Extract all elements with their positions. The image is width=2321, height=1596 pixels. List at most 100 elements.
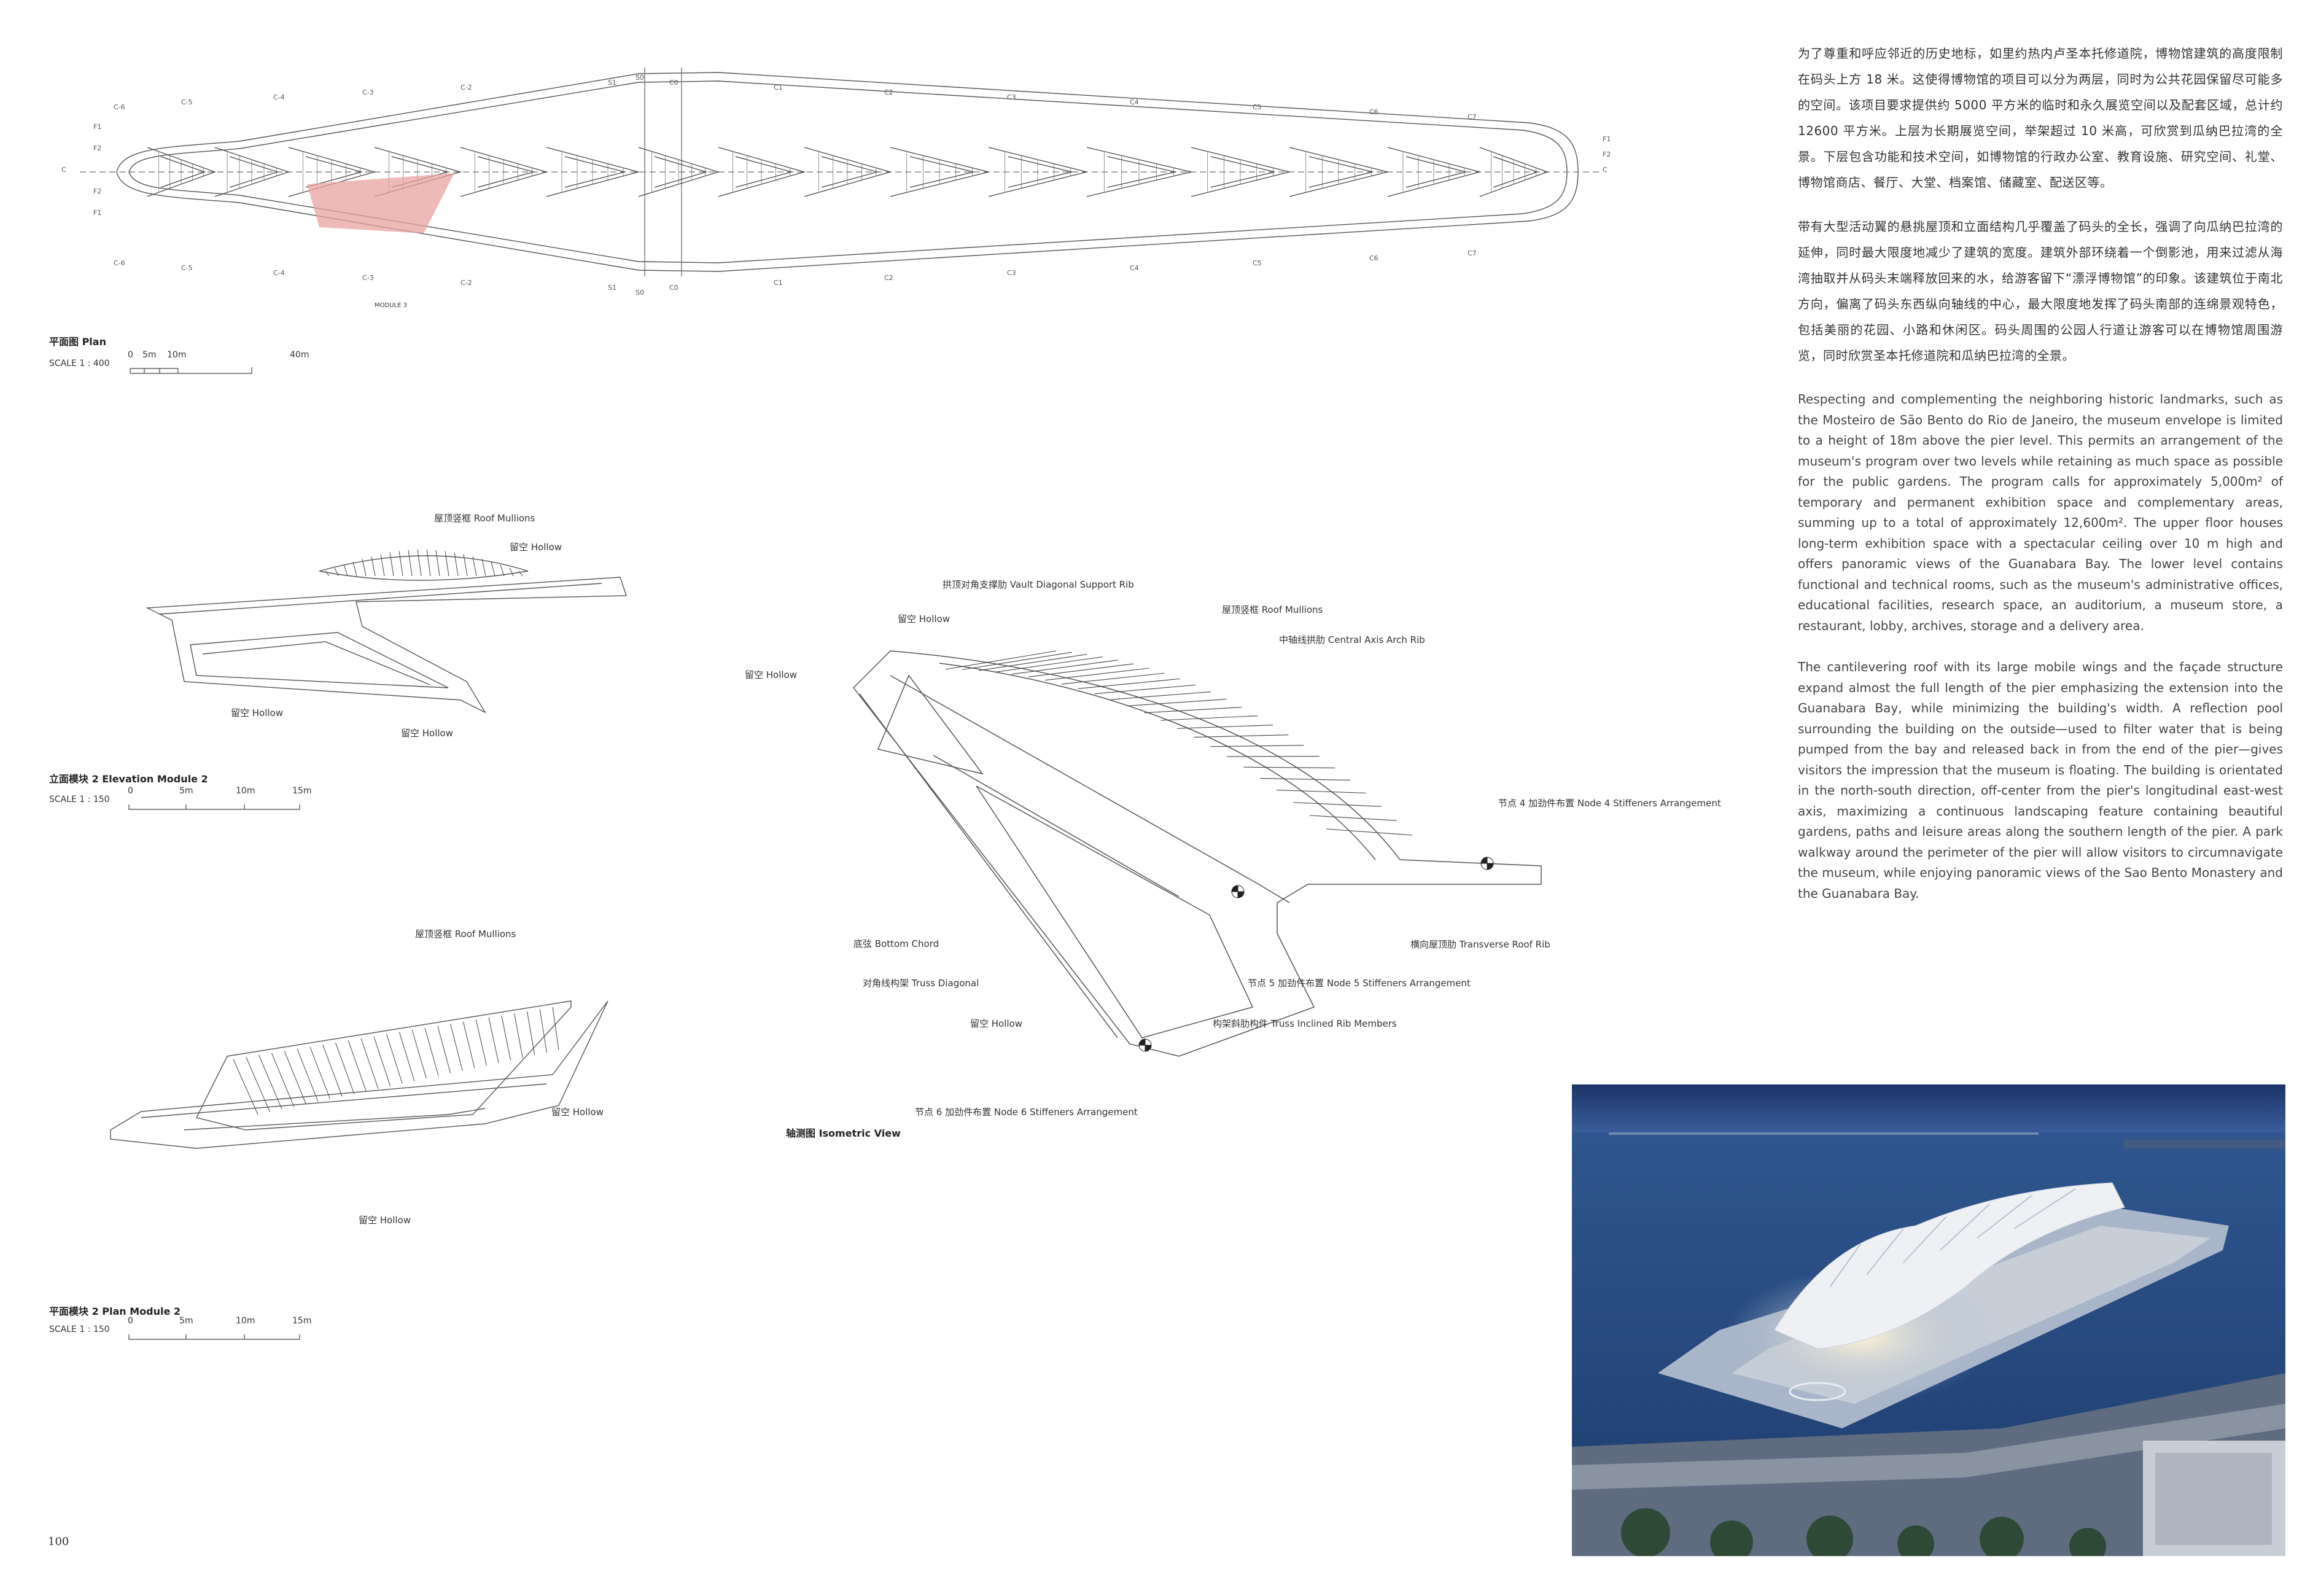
elev-roof-mullion	[325, 571, 329, 576]
elev-roof-mullion	[510, 568, 513, 576]
elev-roof-mullion	[445, 551, 449, 576]
plan-module-inner	[1211, 157, 1275, 187]
elevation-svg	[135, 504, 639, 749]
elevation-title: 立面模块 2 Elevation Module 2	[49, 773, 208, 785]
elev-roof-mullion	[371, 556, 375, 576]
modplan-roof-mullion	[540, 1009, 546, 1053]
modplan-roof-mullion	[335, 1043, 354, 1094]
iso-roof-mullion	[1028, 664, 1133, 677]
modplan-roof-mullion	[246, 1057, 270, 1112]
plan-grid-label-bottom: C-2	[461, 279, 472, 287]
plan-title-text: 平面图 Plan	[49, 336, 106, 348]
plan-module-inner	[1309, 157, 1373, 187]
elev-label-hollow-a: 留空 Hollow	[510, 542, 562, 553]
elev-tick-15m: 15m	[292, 786, 312, 796]
plan-grid-label-top: C-6	[114, 103, 125, 111]
iso-label-node5: 节点 5 加劲件布置 Node 5 Stiffeners Arrangement	[1248, 978, 1471, 989]
elevation-scale: SCALE 1 : 150 0 5m 10m 15m	[49, 786, 319, 811]
plan-module-inner	[306, 157, 362, 187]
iso-label-hollow-bottom: 留空 Hollow	[970, 1018, 1023, 1029]
modplan-roof-mullion	[297, 1049, 318, 1102]
plan-grid-label-top: C1	[774, 84, 783, 91]
page-number: 100	[48, 1535, 69, 1548]
modplan-roof-mullion	[412, 1030, 426, 1078]
plan-end-label-left: F2	[93, 144, 101, 152]
elev-roof-mullion	[491, 562, 495, 576]
elev-scale-bar	[128, 786, 318, 811]
iso-roof-mullion	[1293, 803, 1381, 807]
plan-grid-label-top: C0	[669, 79, 678, 87]
isometric-title: 轴测图 Isometric View	[786, 1127, 901, 1139]
plan-module-inner	[565, 157, 625, 187]
iso-roof-mullion	[1260, 778, 1350, 780]
plan-module-inner	[1493, 157, 1538, 187]
plan-scale-bar	[129, 350, 375, 375]
plan-module-inner	[161, 157, 205, 187]
plan-grid-label-top: C7	[1468, 113, 1477, 121]
module-plan-svg	[104, 983, 620, 1191]
iso-roof-mullion	[1177, 725, 1273, 729]
plan-grid-label-top: C2	[884, 88, 893, 96]
modplan-roof-mullion	[451, 1024, 463, 1070]
iso-label-node6: 节点 6 加劲件布置 Node 6 Stiffeners Arrangement	[915, 1107, 1138, 1118]
iso-roof-mullion	[1310, 816, 1397, 820]
plan-module-inner	[1406, 157, 1466, 187]
elev-roof-mullion	[335, 568, 338, 576]
elevation-drawing	[135, 504, 639, 749]
module-plan-title: 平面模块 2 Plan Module 2	[49, 1306, 181, 1317]
plan-grid-label-top: C3	[1007, 93, 1016, 101]
iso-roof-mullion	[1062, 673, 1165, 684]
modplan-roof-mullion	[233, 1059, 258, 1115]
elev-tick-5m: 5m	[179, 786, 193, 796]
plan-module-inner	[478, 157, 534, 187]
module-plan-scale: SCALE 1 : 150 0 5m 10m 15m	[49, 1316, 319, 1341]
elev-roof-mullion	[344, 565, 348, 576]
plan-module-inner	[1008, 157, 1072, 187]
modplan-roof-mullion	[489, 1018, 499, 1063]
elev-roof-mullion	[362, 559, 366, 576]
iso-roof-mullion	[1144, 707, 1242, 713]
plan-grid-label-bottom: C2	[884, 274, 893, 282]
plan-end-label-right: F2	[1603, 150, 1611, 158]
plan-tick-40m: 40m	[290, 350, 309, 360]
elev-roof-mullion	[390, 553, 394, 576]
modplan-roof-mullion	[425, 1028, 438, 1076]
plan-grid-label-top: C-3	[362, 88, 374, 96]
plan-grid-label-bottom: C1	[774, 279, 783, 287]
plan-svg: C-6C-5C-4C-3C-2S1S0C0C1C2C3C4C5C6C7C-6C-…	[61, 55, 1611, 297]
modplan-roof-mullion	[553, 1007, 559, 1050]
iso-roof-mullion	[1111, 692, 1211, 700]
plan-end-label-left: F2	[93, 187, 101, 195]
modplan-roof-mullion	[271, 1053, 294, 1107]
modplan-tick-5m: 5m	[179, 1316, 193, 1326]
plan-end-label-right: C	[1603, 166, 1608, 174]
elev-roof-mullion	[353, 562, 357, 576]
modplan-tick-0: 0	[128, 1316, 133, 1326]
plan-grid-label-bottom: C7	[1468, 249, 1477, 257]
plan-grid-label-bottom: S1	[608, 284, 616, 292]
iso-roof-mullion	[1326, 829, 1412, 835]
modplan-label-hollow-a: 留空 Hollow	[551, 1107, 604, 1118]
modplan-roof-mullion	[374, 1037, 391, 1086]
iso-label-central-rib: 中轴线拱肋 Central Axis Arch Rib	[1279, 634, 1425, 645]
isometric-svg	[786, 614, 1560, 1081]
modplan-roof-mullion	[515, 1013, 523, 1057]
module-3-label: MODULE 3	[375, 302, 407, 309]
elev-roof-mullion	[418, 550, 421, 576]
museum-photo-svg	[1572, 1084, 2285, 1556]
iso-roof-mullion	[979, 654, 1087, 671]
iso-roof-mullion	[1012, 660, 1118, 674]
plan-grid-label-bottom: C-6	[114, 259, 125, 267]
iso-roof-mullion	[962, 652, 1071, 669]
plan-title: 平面图 Plan	[49, 333, 106, 348]
plan-module-inner	[655, 157, 707, 187]
plan-grid-label-bottom: C-4	[273, 269, 285, 277]
iso-roof-mullion	[1210, 745, 1304, 747]
module-3-highlight	[307, 173, 454, 233]
iso-label-hollow-left: 留空 Hollow	[745, 669, 798, 680]
modplan-scale-bar	[128, 1316, 318, 1341]
modplan-roof-mullion	[348, 1040, 366, 1091]
plan-grid-label-top: C4	[1130, 98, 1139, 106]
modplan-scale-label: SCALE 1 : 150	[49, 1325, 110, 1334]
plan-grid-label-top: C6	[1369, 108, 1378, 116]
